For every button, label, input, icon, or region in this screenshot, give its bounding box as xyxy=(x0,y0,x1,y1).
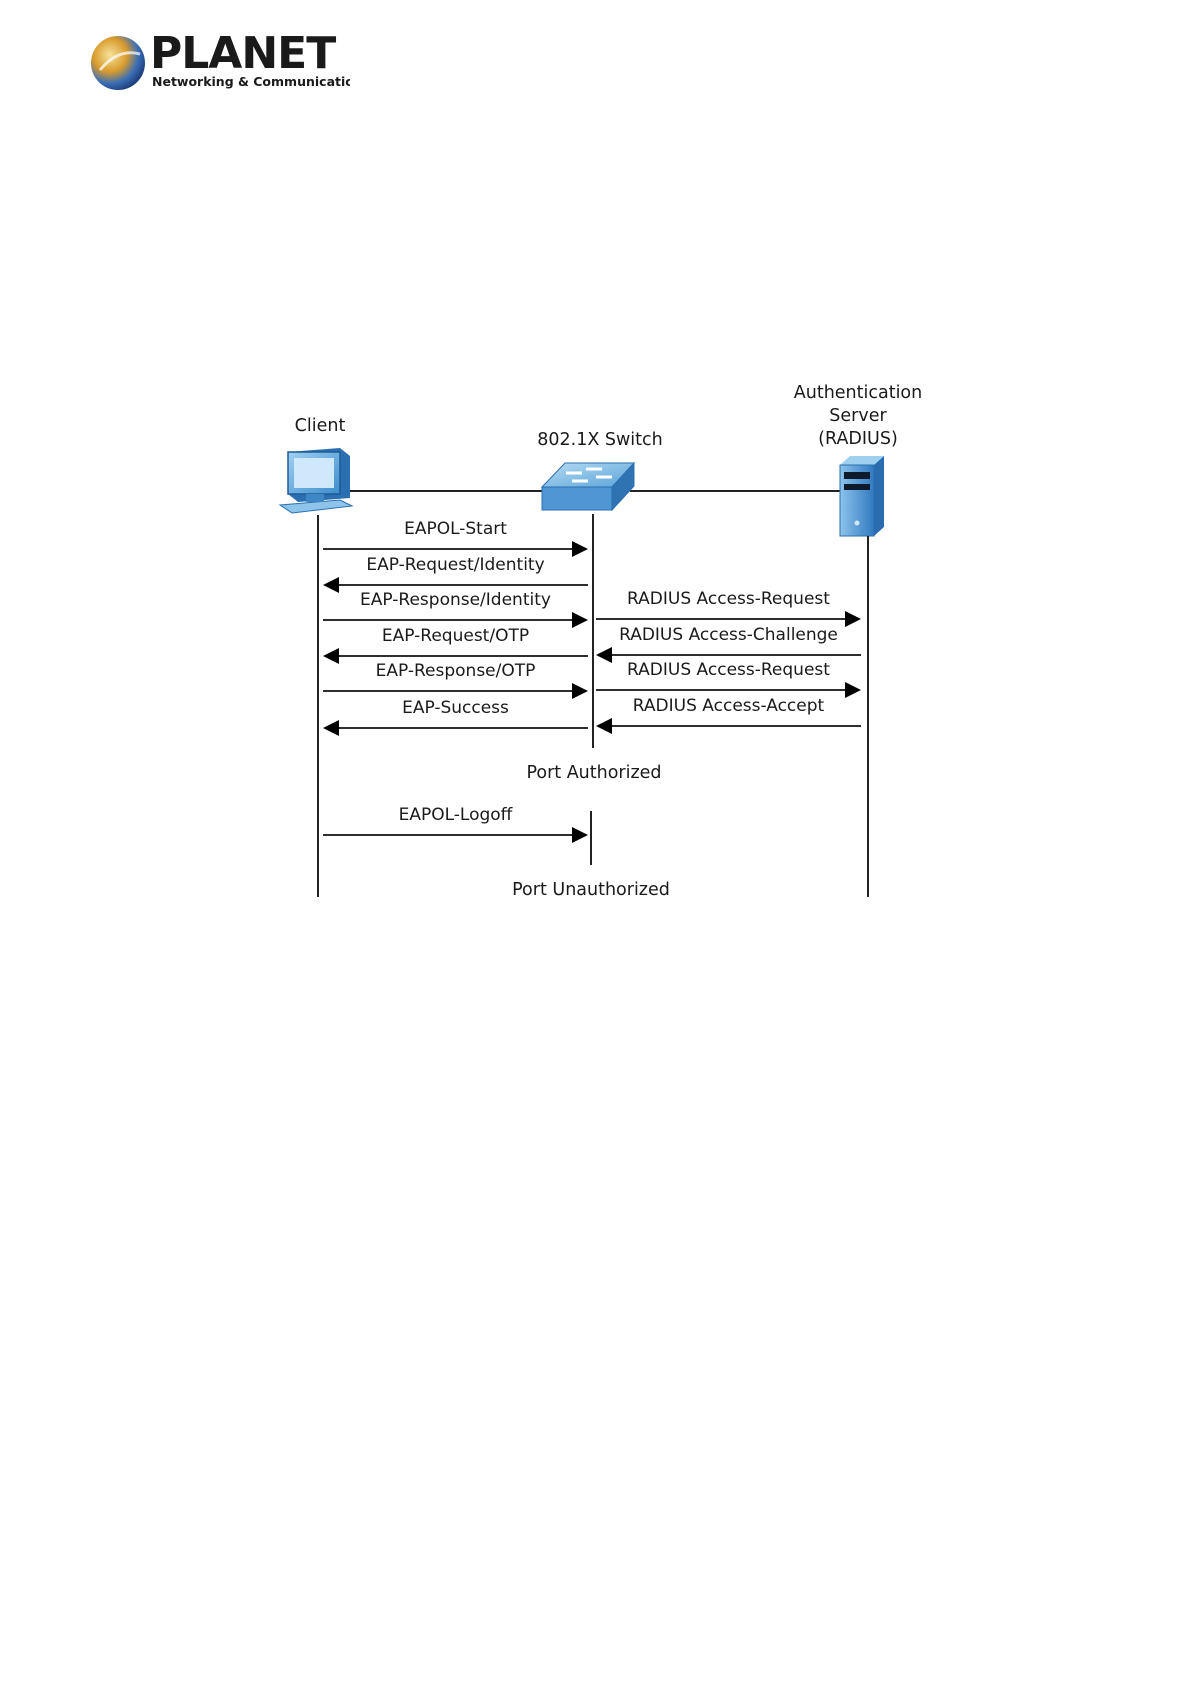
switch-server-message-2-label: RADIUS Access-Challenge xyxy=(619,625,838,645)
switch-server-message-4: RADIUS Access-Accept xyxy=(596,696,861,734)
switch-server-message-2: RADIUS Access-Challenge xyxy=(596,625,861,663)
switch-icon xyxy=(540,461,636,512)
server-label-line-1: Authentication xyxy=(794,383,922,403)
client-switch-message-4-arrowhead xyxy=(323,648,339,664)
eapol-logoff-message-arrowhead xyxy=(572,827,588,843)
client-switch-message-4-label: EAP-Request/OTP xyxy=(382,626,529,646)
client-switch-message-6-label: EAP-Success xyxy=(402,698,509,718)
client-switch-message-5-arrowhead xyxy=(572,683,588,699)
eapol-logoff-message-label: EAPOL-Logoff xyxy=(399,805,514,825)
switch-server-message-2-arrowhead xyxy=(596,647,612,663)
client-switch-message-2: EAP-Request/Identity xyxy=(323,555,588,593)
server-icon xyxy=(839,456,884,537)
switch-server-message-4-arrowhead xyxy=(596,718,612,734)
svg-text:Networking & Communication: Networking & Communication xyxy=(152,74,350,89)
switch-server-message-1-arrowhead xyxy=(845,611,861,627)
switch-server-message-3-arrowhead xyxy=(845,682,861,698)
switch-label: 802.1X Switch xyxy=(537,430,663,450)
server-label-line-3: (RADIUS) xyxy=(818,429,898,449)
server-label-line-2: Server xyxy=(829,406,887,426)
client-switch-message-5-label: EAP-Response/OTP xyxy=(376,661,536,681)
svg-text:PLANET: PLANET xyxy=(150,28,336,79)
switch-server-message-3-label: RADIUS Access-Request xyxy=(627,660,830,680)
client-switch-message-3-label: EAP-Response/Identity xyxy=(360,590,551,610)
client-switch-message-4: EAP-Request/OTP xyxy=(323,626,588,664)
client-switch-message-6: EAP-Success xyxy=(323,698,588,736)
port-unauthorized-label: Port Unauthorized xyxy=(512,880,670,900)
message-arrows: EAPOL-StartEAP-Request/IdentityEAP-Respo… xyxy=(323,519,861,843)
planet-logo: PLANET Networking & Communication xyxy=(90,28,363,98)
client-switch-message-3: EAP-Response/Identity xyxy=(323,590,588,628)
switch-server-message-1-label: RADIUS Access-Request xyxy=(627,589,830,609)
client-switch-message-5: EAP-Response/OTP xyxy=(323,661,588,699)
switch-server-message-1: RADIUS Access-Request xyxy=(596,589,861,627)
client-label: Client xyxy=(295,416,346,436)
client-switch-message-6-arrowhead xyxy=(323,720,339,736)
client-switch-message-1-label: EAPOL-Start xyxy=(404,519,507,539)
port-authorized-label: Port Authorized xyxy=(526,763,661,783)
globe-icon xyxy=(91,36,145,90)
client-switch-message-1: EAPOL-Start xyxy=(323,519,588,557)
switch-server-message-4-label: RADIUS Access-Accept xyxy=(633,696,825,716)
computer-icon xyxy=(278,448,354,514)
switch-server-message-3: RADIUS Access-Request xyxy=(596,660,861,698)
eapol-logoff-message: EAPOL-Logoff xyxy=(323,805,588,843)
client-switch-message-2-arrowhead xyxy=(323,577,339,593)
client-switch-message-2-label: EAP-Request/Identity xyxy=(366,555,544,575)
client-switch-message-3-arrowhead xyxy=(572,612,588,628)
client-switch-message-1-arrowhead xyxy=(572,541,588,557)
